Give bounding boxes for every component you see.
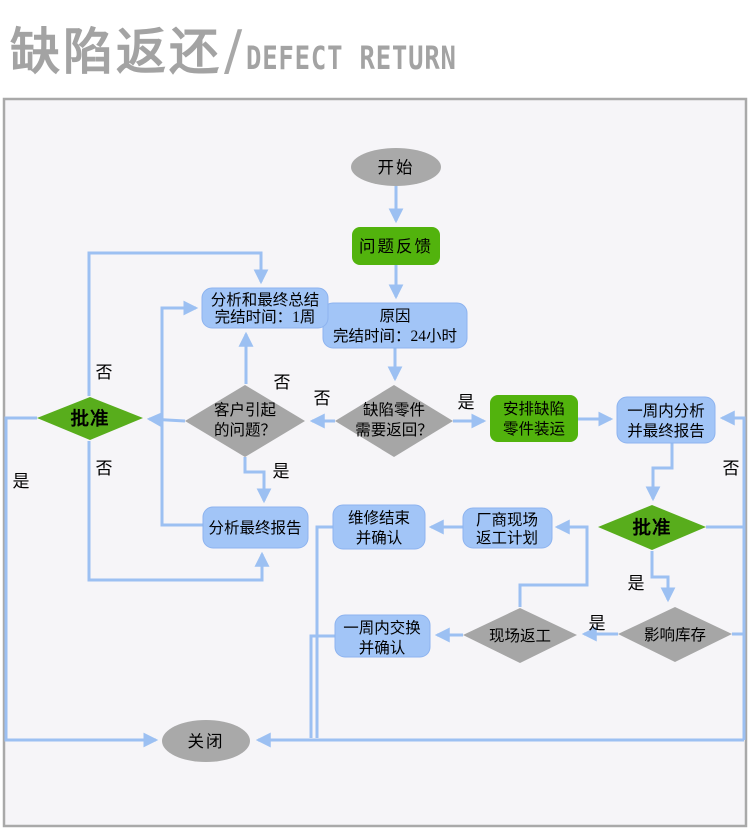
exchange-week-label-line2: 并确认	[359, 639, 406, 657]
edge-customer-issue-no-to-approve-left	[146, 412, 186, 428]
feedback-label: 问题反馈	[359, 237, 433, 256]
site-rework-label: 现场返工	[489, 627, 551, 645]
label-yes-stock-impact: 是	[589, 614, 606, 633]
edge-site-rework-to-vendor-plan	[518, 519, 589, 607]
label-no-customer-issue-up: 否	[274, 373, 291, 392]
need-return-label-line1: 缺陷零件	[363, 401, 425, 419]
arrange-ship-label-line2: 零件装运	[503, 420, 565, 438]
stock-impact-label: 影响库存	[644, 626, 706, 644]
exchange-week-label-line1: 一周内交换	[343, 619, 421, 637]
node-close: 关闭	[162, 720, 250, 762]
edge-approve-left-no-down-to-final-report	[87, 441, 270, 582]
edge-labels: 否 是 否 是 否 否 是 否 是 是	[13, 363, 740, 633]
final-summary-label-line2: 完结时间：1周	[215, 308, 316, 326]
final-report-box	[202, 506, 309, 549]
flowchart-edges	[4, 186, 746, 748]
title-separator: /	[224, 19, 243, 82]
label-yes-customer-issue-down: 是	[273, 462, 290, 481]
node-feedback: 问题反馈	[352, 227, 440, 265]
cause-label-line2: 完结时间：24小时	[333, 327, 457, 345]
need-return-label-line2: 需要返回？	[355, 421, 433, 439]
vendor-rework-plan-label-line2: 返工计划	[476, 529, 538, 547]
vendor-rework-plan-box	[462, 507, 553, 549]
arrange-ship-label-line1: 安排缺陷	[503, 400, 565, 418]
stock-impact-diamond	[618, 607, 732, 662]
close-label: 关闭	[188, 732, 225, 751]
label-no-approve-left-down: 否	[96, 459, 113, 478]
page-header: 缺陷返还/DEFECT RETURN	[10, 12, 510, 84]
site-rework-diamond	[463, 608, 577, 663]
node-stock-impact: 影响库存	[618, 607, 732, 662]
label-yes-approve-left: 是	[13, 472, 30, 491]
approve-left-diamond	[37, 397, 143, 440]
repair-confirm-box	[332, 504, 426, 550]
feedback-box	[352, 227, 440, 265]
repair-confirm-label-line1: 维修结束	[348, 509, 410, 527]
node-exchange-week: 一周内交换 并确认	[334, 614, 431, 658]
start-ellipse	[351, 148, 441, 186]
edge-analyze-to-approve-right	[645, 443, 674, 502]
node-need-return: 缺陷零件 需要返回？	[335, 385, 453, 457]
repair-confirm-label-line2: 并确认	[356, 529, 403, 547]
start-label: 开始	[378, 158, 415, 177]
customer-issue-diamond	[185, 385, 305, 457]
customer-issue-label-line2: 的问题？	[214, 421, 276, 439]
label-no-approve-left-up: 否	[96, 363, 113, 382]
edge-approve-left-yes-to-close	[4, 416, 159, 748]
arrange-ship-box	[490, 395, 578, 442]
flowchart-panel	[2, 97, 748, 828]
approve-right-label: 批准	[632, 517, 671, 539]
node-approve-right: 批准	[598, 505, 706, 550]
approve-right-diamond	[598, 505, 706, 550]
label-yes-need-return-right: 是	[458, 393, 475, 412]
edge-exchange-week-to-close	[309, 634, 335, 738]
edge-approve-right-yes-to-stock-impact	[650, 551, 676, 603]
node-analyze-report-week: 一周内分析 并最终报告	[616, 396, 716, 444]
analyze-report-week-label-line1: 一周内分析	[627, 402, 705, 420]
final-summary-box	[201, 287, 329, 329]
label-yes-approve-right: 是	[628, 574, 645, 593]
node-final-report: 分析最终报告	[202, 506, 309, 549]
node-vendor-rework-plan: 厂商现场 返工计划	[462, 507, 553, 549]
cause-label-line1: 原因	[379, 307, 410, 325]
approve-left-label: 批准	[70, 408, 109, 430]
page-title-english: DEFECT RETURN	[246, 39, 457, 77]
need-return-diamond	[335, 385, 453, 457]
edge-right-trunk-to-analyze	[719, 410, 746, 740]
node-repair-confirm: 维修结束 并确认	[332, 504, 426, 550]
customer-issue-label-line1: 客户引起	[214, 401, 277, 419]
final-report-label: 分析最终报告	[208, 519, 301, 537]
node-customer-issue: 客户引起 的问题？	[185, 385, 305, 457]
exchange-week-box	[334, 614, 431, 658]
edge-approve-left-no-up-to-final-summary	[87, 251, 269, 396]
node-site-rework: 现场返工	[463, 608, 577, 663]
node-final-summary: 分析和最终总结 完结时间：1周	[201, 287, 329, 329]
label-no-need-return-left: 否	[314, 389, 331, 408]
label-no-approve-right: 否	[723, 459, 740, 478]
edge-repair-confirm-to-close	[315, 525, 333, 738]
node-approve-left: 批准	[37, 397, 143, 440]
final-summary-label-line1: 分析和最终总结	[211, 291, 320, 309]
page-title-chinese: 缺陷返还	[10, 24, 222, 80]
close-ellipse	[162, 720, 250, 762]
node-cause: 原因 完结时间：24小时	[322, 302, 468, 349]
analyze-report-week-box	[616, 396, 716, 444]
vendor-rework-plan-label-line1: 厂商现场	[476, 511, 538, 529]
edge-final-report-to-final-summary	[160, 300, 203, 527]
edge-customer-issue-yes-to-final-report	[243, 457, 272, 504]
node-start: 开始	[351, 148, 441, 186]
node-arrange-ship: 安排缺陷 零件装运	[490, 395, 578, 442]
analyze-report-week-label-line2: 并最终报告	[627, 422, 705, 440]
